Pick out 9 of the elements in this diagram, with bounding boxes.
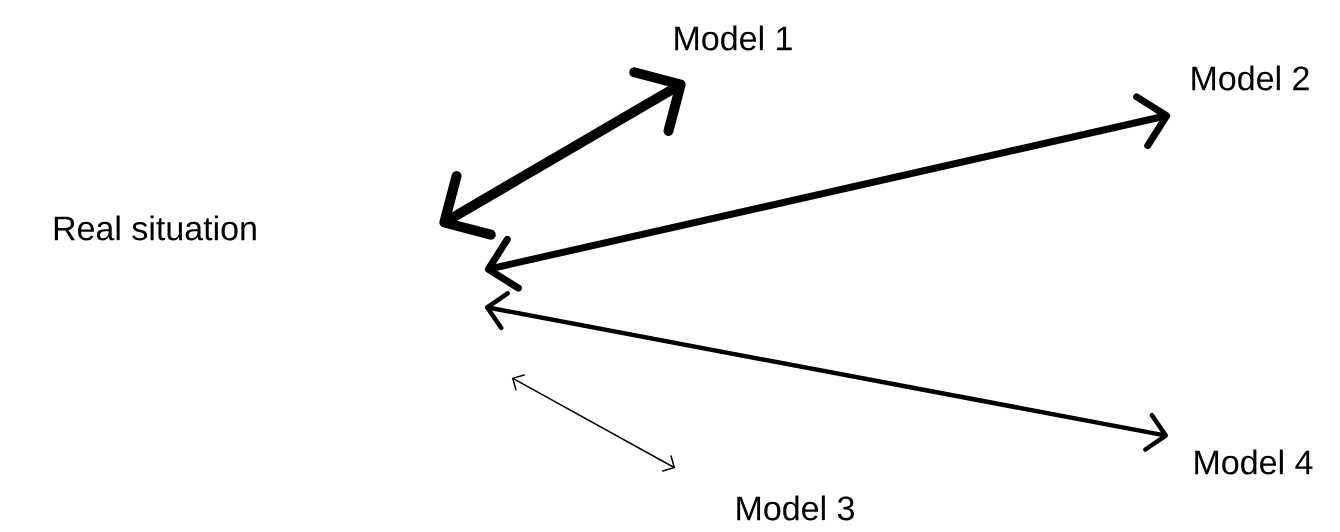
arrow bbox=[511, 374, 676, 472]
arrow bbox=[484, 93, 1171, 292]
arrow bbox=[439, 67, 686, 240]
node-label: Model 2 bbox=[1192, 65, 1309, 91]
arrow bbox=[485, 291, 1169, 452]
node-label: Model 4 bbox=[1195, 449, 1313, 475]
node-label: Real situation bbox=[54, 215, 256, 241]
node-label: Model 3 bbox=[737, 495, 854, 521]
node-label: Model 1 bbox=[675, 25, 792, 51]
